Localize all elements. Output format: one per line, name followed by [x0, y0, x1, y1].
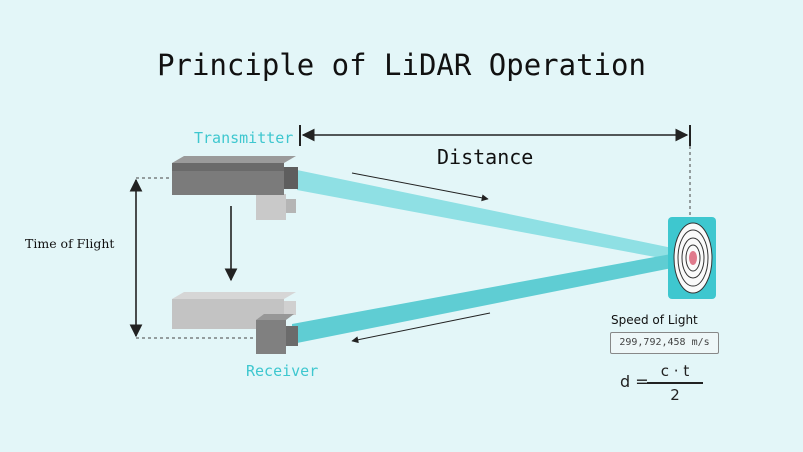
outgoing-direction-arrow [351, 172, 489, 202]
receiver-label: Receiver [246, 362, 319, 380]
distance-label: Distance [437, 145, 534, 169]
receiver-device [172, 292, 298, 354]
outgoing-beam [297, 170, 682, 262]
time-of-flight-label: Time of Flight [25, 236, 115, 251]
returning-direction-arrow [351, 312, 491, 344]
transmitter-device [172, 156, 298, 220]
distance-formula: d = c · t 2 [620, 362, 710, 404]
target-icon [668, 217, 716, 299]
returning-beam [292, 252, 682, 344]
formula-fraction: c · t 2 [647, 362, 703, 404]
diagram-title: Principle of LiDAR Operation [157, 48, 646, 82]
transmitter-label: Transmitter [194, 129, 294, 147]
speed-of-light-label: Speed of Light [611, 313, 698, 327]
formula-lhs: d = [620, 372, 649, 391]
formula-denominator: 2 [670, 385, 680, 404]
formula-fraction-bar [647, 382, 703, 384]
formula-numerator: c · t [660, 362, 690, 380]
speed-of-light-value: 299,792,458 m/s [610, 332, 719, 354]
